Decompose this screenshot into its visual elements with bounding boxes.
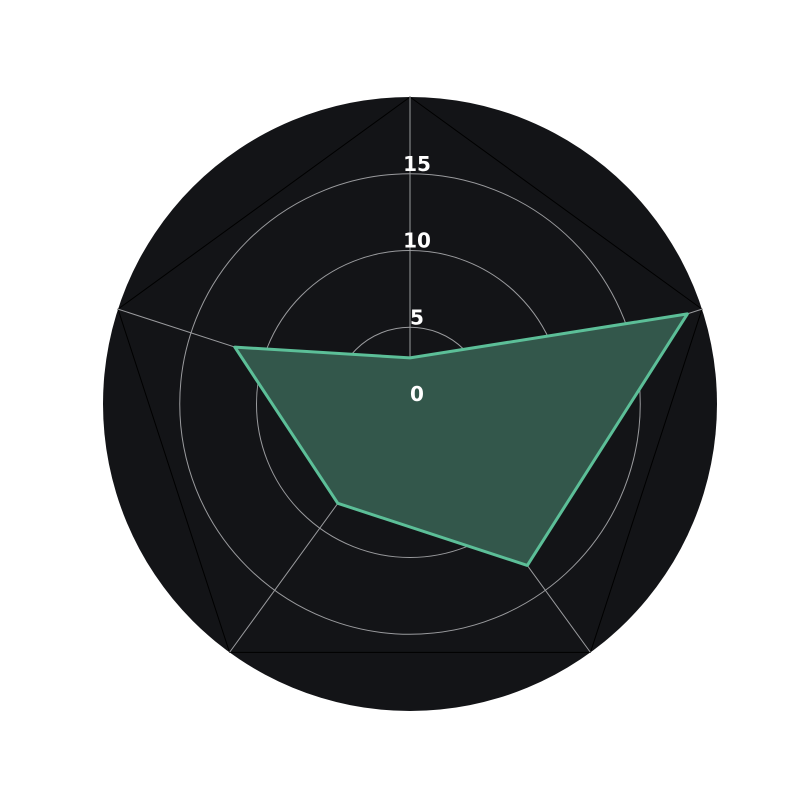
tick-label-0: 0 [410, 382, 424, 406]
outer-frame [117, 96, 703, 653]
tick-label-15: 15 [403, 152, 431, 176]
tick-label-10: 10 [403, 229, 431, 253]
radial-tick-labels: 0 5 10 15 [403, 152, 431, 406]
tick-label-5: 5 [410, 305, 424, 329]
series-area [233, 312, 689, 567]
